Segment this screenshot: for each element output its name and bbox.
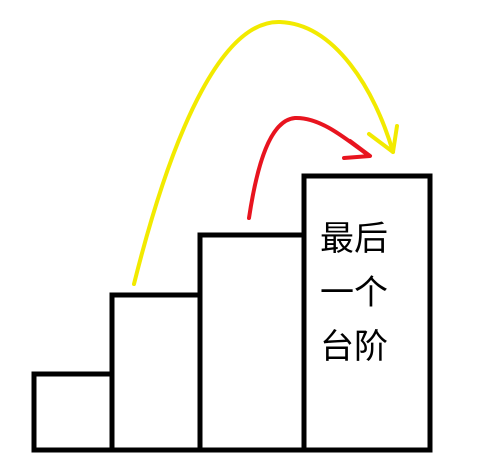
step-1: [31, 371, 115, 453]
step-3: [197, 232, 307, 453]
step-4-last: [301, 173, 433, 453]
last-step-label-line-2: 一个: [320, 273, 388, 313]
last-step-label-line-1: 最后: [320, 219, 388, 259]
short-jump-arrow: [247, 115, 372, 220]
step-2: [109, 292, 203, 453]
last-step-label-line-3: 台阶: [320, 327, 388, 367]
long-jump-arrow: [132, 19, 399, 286]
